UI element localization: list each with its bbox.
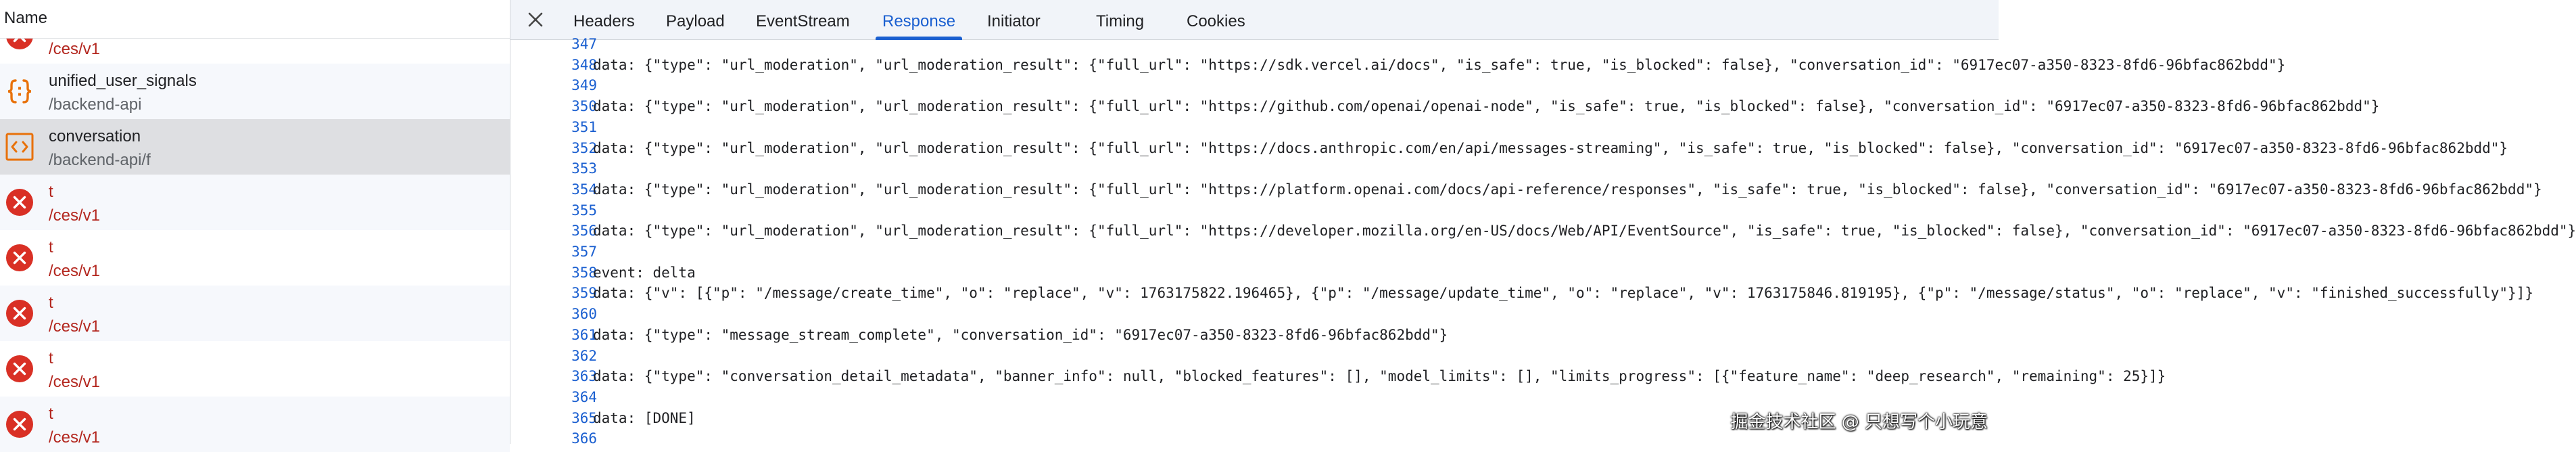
tab-response[interactable]: Response	[875, 0, 963, 40]
request-name: t	[49, 405, 53, 423]
request-row[interactable]: t/ces/v1	[0, 230, 510, 286]
response-line: 360	[510, 304, 1999, 324]
line-text: event: delta	[593, 264, 696, 281]
request-row[interactable]: t/ces/v1	[0, 175, 510, 230]
line-number: 352	[571, 139, 597, 156]
request-path: /ces/v1	[49, 317, 101, 336]
response-line: 355	[510, 200, 1999, 221]
line-text: data: {"type": "url_moderation", "url_mo…	[593, 181, 2542, 198]
response-line: 357	[510, 242, 1999, 262]
request-name: t	[49, 294, 53, 312]
tab-payload[interactable]: Payload	[666, 12, 725, 30]
line-number: 354	[571, 181, 597, 198]
response-line: 349	[510, 75, 1999, 95]
request-path: /ces/v1	[49, 428, 101, 447]
line-number: 349	[571, 77, 597, 94]
request-name: t	[49, 349, 53, 367]
close-icon[interactable]	[525, 9, 546, 30]
line-number: 357	[571, 244, 597, 260]
error-icon	[5, 299, 34, 327]
request-details-panel: Headers Payload EventStream Response Initiat…	[510, 0, 2576, 447]
request-name: t	[49, 238, 53, 256]
line-text: data: {"type": "url_moderation", "url_mo…	[593, 139, 2508, 156]
line-number: 362	[571, 347, 597, 364]
line-number: 366	[571, 430, 597, 447]
line-number: 351	[571, 118, 597, 135]
response-line: 351	[510, 117, 1999, 137]
response-line: 347	[510, 34, 1999, 54]
request-path: /backend-api	[49, 95, 142, 114]
line-number: 365	[571, 409, 597, 426]
response-line: 364	[510, 387, 1999, 407]
error-icon	[5, 188, 34, 217]
request-path: /ces/v1	[49, 40, 101, 58]
request-row[interactable]: conversation/backend-api/f	[0, 119, 510, 175]
line-number: 364	[571, 388, 597, 405]
watermark: 掘金技术社区 @ 只想写个小玩意	[1730, 412, 1988, 432]
line-number: 355	[571, 202, 597, 219]
name-column-header[interactable]: Name	[4, 9, 48, 27]
line-text: data: {"type": "conversation_detail_meta…	[593, 368, 2166, 385]
response-line: 362	[510, 346, 1999, 366]
line-number: 353	[571, 160, 597, 177]
line-number: 360	[571, 306, 597, 323]
request-list-header[interactable]: Name	[0, 0, 510, 39]
tab-eventstream[interactable]: EventStream	[756, 12, 850, 30]
response-line: 353	[510, 158, 1999, 179]
tab-headers[interactable]: Headers	[573, 12, 635, 30]
error-icon	[5, 410, 34, 438]
script-braces-icon	[5, 77, 34, 106]
request-path: /ces/v1	[49, 373, 101, 391]
document-code-icon	[5, 133, 34, 161]
line-number: 348	[571, 56, 597, 73]
line-text: data: {"type": "message_stream_complete"…	[593, 326, 1448, 343]
request-row[interactable]: t/ces/v1	[0, 341, 510, 397]
line-text: data: {"v": [{"p": "/message/create_time…	[593, 285, 2533, 302]
request-name: t	[49, 183, 53, 201]
request-name: unified_user_signals	[49, 72, 197, 90]
request-row[interactable]: t/ces/v1	[0, 397, 510, 452]
request-path: /backend-api/f	[49, 151, 151, 169]
request-path: /ces/v1	[49, 206, 101, 225]
line-number: 361	[571, 326, 597, 343]
line-number: 347	[571, 36, 597, 52]
line-number: 356	[571, 223, 597, 240]
line-text: data: [DONE]	[593, 409, 696, 426]
tab-cookies[interactable]: Cookies	[1187, 12, 1245, 30]
line-text: data: {"type": "url_moderation", "url_mo…	[593, 98, 2380, 115]
request-row[interactable]: t/ces/v1	[0, 286, 510, 341]
error-icon	[5, 244, 34, 272]
request-name: conversation	[49, 127, 141, 145]
response-line: 366	[510, 428, 1999, 449]
request-list-panel: Name /ces/v1 unified_user_signals/backend…	[0, 0, 510, 452]
line-text: data: {"type": "url_moderation", "url_mo…	[593, 56, 2286, 73]
line-number: 363	[571, 368, 597, 385]
tab-timing[interactable]: Timing	[1096, 12, 1145, 30]
tab-initiator[interactable]: Initiator	[987, 12, 1041, 30]
error-icon	[5, 355, 34, 383]
line-number: 358	[571, 264, 597, 281]
line-number: 350	[571, 98, 597, 115]
line-text: data: {"type": "url_moderation", "url_mo…	[593, 223, 2576, 240]
request-row[interactable]: unified_user_signals/backend-api	[0, 64, 510, 119]
request-path: /ces/v1	[49, 262, 101, 280]
details-tab-bar: Headers Payload EventStream Response Initiat…	[510, 0, 1999, 40]
line-number: 359	[571, 285, 597, 302]
